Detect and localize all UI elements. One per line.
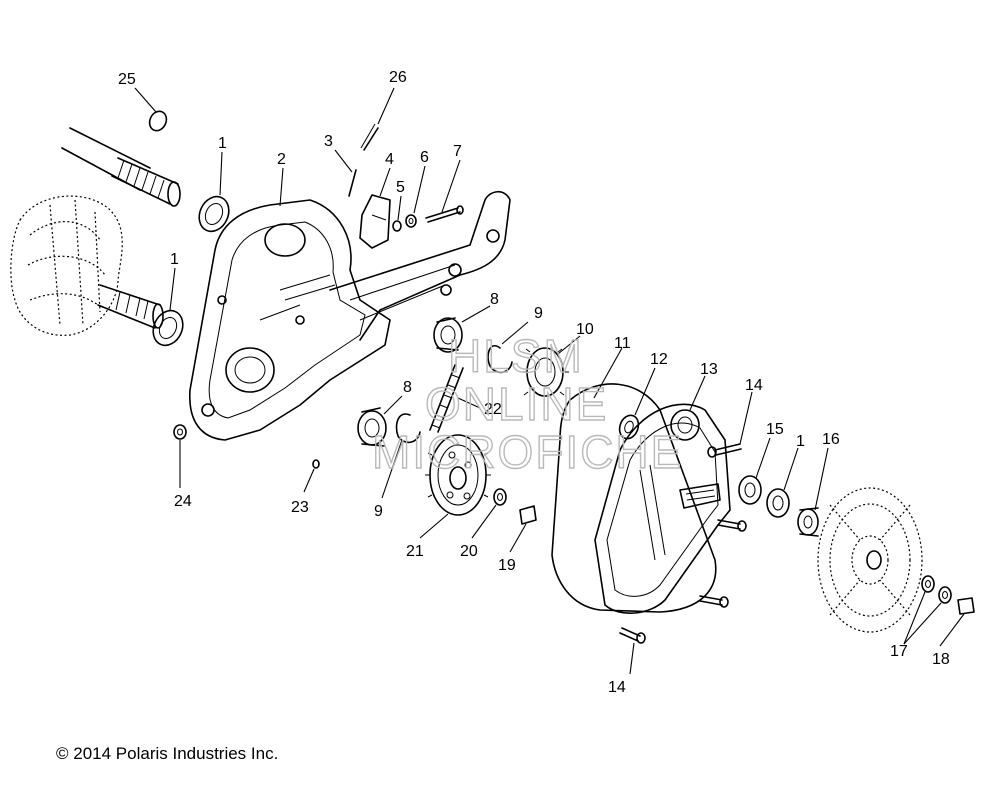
chain-22: [429, 364, 464, 433]
tensioner-block-4: [359, 194, 391, 249]
watermark-line-2: ONLINE: [425, 378, 608, 430]
sprocket-10: [521, 347, 569, 397]
bolt-14-lower: [699, 595, 729, 608]
washer-17-b: [938, 586, 952, 604]
callout-25: 25: [118, 71, 136, 88]
inner-case-housing: [189, 190, 511, 441]
washer-5: [392, 220, 402, 232]
watermark-line-1: HLSM: [448, 330, 584, 382]
outer-cover-13: [594, 403, 731, 615]
bolt-19: [519, 505, 537, 525]
bolt-7: [425, 205, 464, 223]
callout-24: 24: [174, 493, 192, 510]
callout-18: 18: [932, 651, 950, 668]
callout-3: 3: [324, 133, 333, 150]
callout-17: 17: [890, 643, 908, 660]
callout-14-upper: 14: [745, 377, 763, 394]
callout-1-lower: 1: [170, 251, 179, 268]
callout-5: 5: [396, 179, 405, 196]
callout-9-lower: 9: [374, 503, 383, 520]
bolt-14-mid: [717, 519, 747, 532]
bolt-14-upper: [707, 443, 742, 458]
snap-ring-upper: [487, 345, 513, 374]
callout-13: 13: [700, 361, 718, 378]
watermark-line-3: MICROFICHE: [372, 426, 683, 478]
seal-12: [618, 414, 640, 440]
bearing-upper: [433, 317, 463, 353]
seal-upper: [198, 195, 230, 233]
callout-2: 2: [277, 151, 286, 168]
bearing-lower: [357, 407, 387, 447]
copyright-notice: © 2014 Polaris Industries Inc.: [56, 744, 279, 763]
transmission-drawing: [10, 195, 164, 336]
callout-15: 15: [766, 421, 784, 438]
dowel-23: [312, 459, 320, 469]
callout-6: 6: [420, 149, 429, 166]
gasket-11: [551, 383, 717, 613]
callout-1-right: 1: [796, 433, 805, 450]
callout-21: 21: [406, 543, 424, 560]
drive-shaft-drawing: [61, 127, 181, 207]
callout-7: 7: [453, 143, 462, 160]
washer-17-a: [921, 575, 935, 593]
callout-10: 10: [576, 321, 594, 338]
callout-4: 4: [385, 151, 394, 168]
callout-14-lower: 14: [608, 679, 626, 696]
washer-20: [493, 488, 507, 506]
leader-lines: [134, 87, 965, 675]
callout-11: 11: [614, 335, 631, 352]
callout-9-upper: 9: [534, 305, 543, 322]
callout-22: 22: [484, 401, 502, 418]
pin-26: [360, 123, 379, 151]
washer-24: [173, 424, 187, 440]
bushing-16: [797, 507, 819, 537]
seal-1-right: [766, 488, 790, 518]
washer-6: [405, 214, 417, 228]
o-ring-25: [148, 110, 168, 132]
gear-21: [425, 434, 491, 516]
callout-19: 19: [498, 557, 516, 574]
bearing-15: [738, 475, 762, 505]
snap-ring-lower: [395, 413, 421, 444]
bolt-18: [957, 597, 975, 615]
callout-16: 16: [822, 431, 840, 448]
bolt-14-bottom: [619, 627, 646, 644]
pin-3: [348, 169, 357, 197]
callout-26: 26: [389, 69, 407, 86]
callout-20: 20: [460, 543, 478, 560]
callout-12: 12: [650, 351, 668, 368]
watermark: HLSM ONLINE MICROFICHE: [371, 329, 683, 478]
callout-8-lower: 8: [403, 379, 412, 396]
brake-disc: [817, 487, 923, 633]
seal-lower: [152, 309, 184, 347]
callout-8-upper: 8: [490, 291, 499, 308]
callout-1-upper: 1: [218, 135, 227, 152]
callout-23: 23: [291, 499, 309, 516]
